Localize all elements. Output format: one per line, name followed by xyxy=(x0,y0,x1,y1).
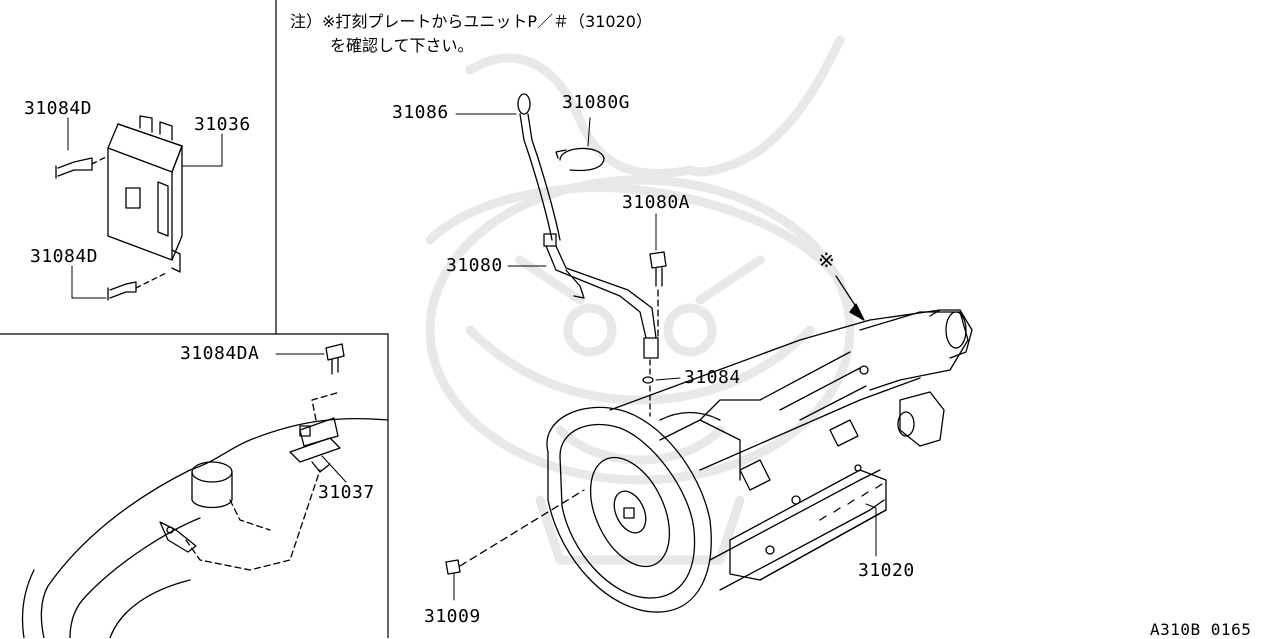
oil-pan-inset xyxy=(21,391,389,638)
oring-31084 xyxy=(642,359,654,417)
callout-31080A[interactable]: 31080A xyxy=(622,192,691,213)
leaders-transmission xyxy=(453,503,877,601)
callout-31086[interactable]: 31086 xyxy=(392,102,449,123)
dipstick-31086 xyxy=(517,93,561,241)
callout-31084D-bottom[interactable]: 31084D xyxy=(30,246,99,267)
screw-31084D-top xyxy=(55,155,109,179)
bolt-31009 xyxy=(445,489,585,575)
screw-31084D-bottom xyxy=(107,271,169,301)
note-line-1: 注）※打刻プレートからユニットP／＃（31020） xyxy=(290,12,652,31)
callout-31037[interactable]: 31037 xyxy=(318,482,375,503)
transmission-31020 xyxy=(546,309,973,613)
sensor-31037 xyxy=(289,417,341,473)
callout-31080G[interactable]: 31080G xyxy=(562,92,631,113)
callout-31009[interactable]: 31009 xyxy=(424,606,481,627)
callout-31080[interactable]: 31080 xyxy=(446,255,503,276)
unit-plate-marker: ※ xyxy=(818,248,836,272)
callout-31084D-top[interactable]: 31084D xyxy=(24,98,93,119)
note-line-2: を確認して下さい。 xyxy=(330,36,474,55)
tube-31080 xyxy=(543,233,659,359)
bolt-31084DA xyxy=(325,343,345,375)
watermark-logo xyxy=(425,35,855,565)
leaders-bottom-left xyxy=(275,353,347,483)
bolt-31080A xyxy=(649,251,667,339)
clamp-31080G xyxy=(555,147,605,172)
callout-31084DA[interactable]: 31084DA xyxy=(180,343,260,364)
leaders-dipstick xyxy=(455,113,681,381)
panel-borders xyxy=(0,0,389,638)
callout-31084[interactable]: 31084 xyxy=(684,367,741,388)
callout-31036[interactable]: 31036 xyxy=(194,114,251,135)
arrow-marker xyxy=(835,275,865,321)
control-unit-31036 xyxy=(107,115,183,273)
figure-code: A310B 0165 xyxy=(1150,620,1252,639)
callout-31020[interactable]: 31020 xyxy=(858,560,915,581)
leaders-top-left xyxy=(67,117,223,299)
